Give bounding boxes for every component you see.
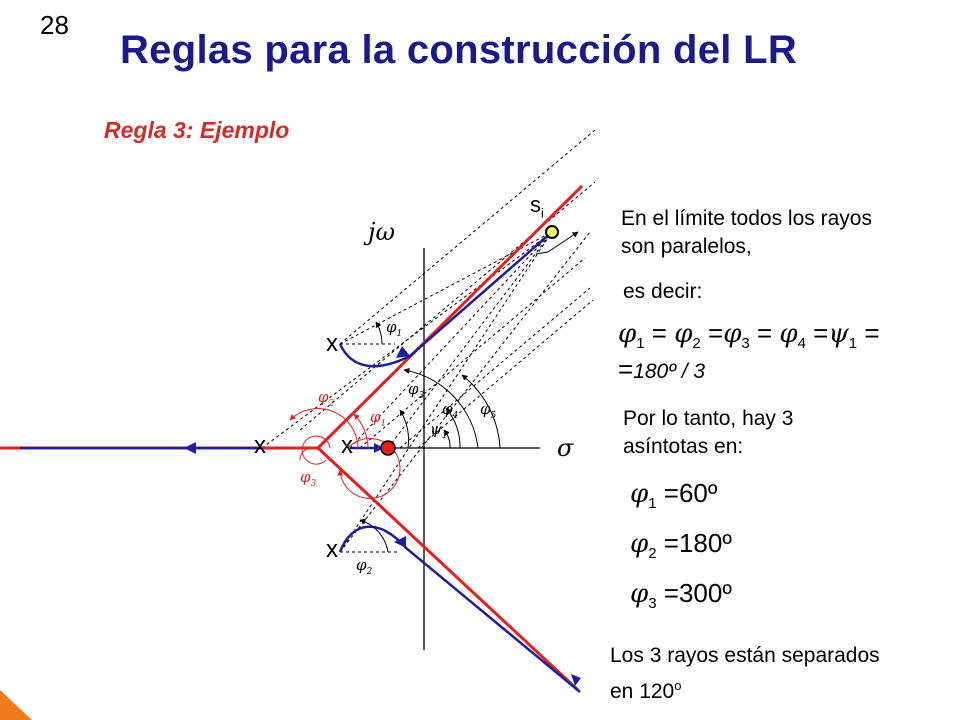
asymptote-lines bbox=[0, 184, 584, 692]
corner-accent bbox=[0, 690, 32, 720]
slide-subtitle: Regla 3: Ejemplo bbox=[104, 117, 290, 143]
test-point-marker bbox=[545, 225, 559, 239]
zero-marker bbox=[380, 440, 396, 456]
angle-arcs bbox=[359, 321, 501, 553]
conclusion-note-line1: Por lo tanto, hay 3 bbox=[623, 407, 794, 430]
parallel-note-line1: En el límite todos los rayos bbox=[621, 207, 872, 230]
equality-equation-line1: φ1 = φ2 =φ3 = φ4 =ψ1 = bbox=[618, 318, 880, 353]
footer-note-line1: Los 3 rayos están separados bbox=[610, 644, 880, 667]
varphi2-label: φ2 bbox=[318, 388, 335, 409]
dashed-guide-lines bbox=[261, 129, 596, 553]
varphi1-label: φ1 bbox=[370, 408, 387, 429]
phi3-label: φ3 bbox=[408, 380, 425, 401]
varphi3-label: φ3 bbox=[300, 468, 317, 489]
asymptote-angle-1: φ1 =60º bbox=[630, 478, 718, 513]
pole-mark-upper: x bbox=[326, 330, 338, 357]
parallel-note-line2: son paralelos, bbox=[621, 235, 752, 258]
phi2-label: φ2 bbox=[356, 556, 373, 577]
equality-equation-line2: =180º / 3 bbox=[618, 354, 706, 384]
slide-number: 28 bbox=[40, 10, 69, 40]
phi4-label: φ4 bbox=[442, 400, 459, 421]
es-decir-note: es decir: bbox=[623, 280, 703, 303]
pole-mark-left: x bbox=[254, 432, 266, 459]
test-point-label: si bbox=[530, 192, 544, 221]
imag-axis-label: jω bbox=[368, 218, 396, 246]
root-locus-branches bbox=[20, 231, 581, 693]
locus-arrows bbox=[184, 346, 581, 686]
footer-note-line2: en 120o bbox=[610, 678, 682, 703]
phi5-label: φ5 bbox=[480, 400, 497, 421]
real-axis-label: σ bbox=[557, 434, 574, 462]
psi1-label: ψ1 bbox=[430, 420, 448, 441]
phi1-label: φ1 bbox=[386, 318, 403, 339]
asymptote-angle-2: φ2 =180º bbox=[630, 528, 732, 563]
centroid-angle-arcs bbox=[289, 408, 401, 499]
slide-title: Reglas para la construcción del LR bbox=[120, 28, 798, 72]
pole-mark-middle: x bbox=[341, 432, 353, 459]
pole-mark-lower: x bbox=[326, 536, 338, 563]
conclusion-note-line2: asíntotas en: bbox=[623, 435, 744, 458]
axes bbox=[390, 248, 540, 650]
asymptote-angle-3: φ3 =300º bbox=[630, 578, 732, 613]
